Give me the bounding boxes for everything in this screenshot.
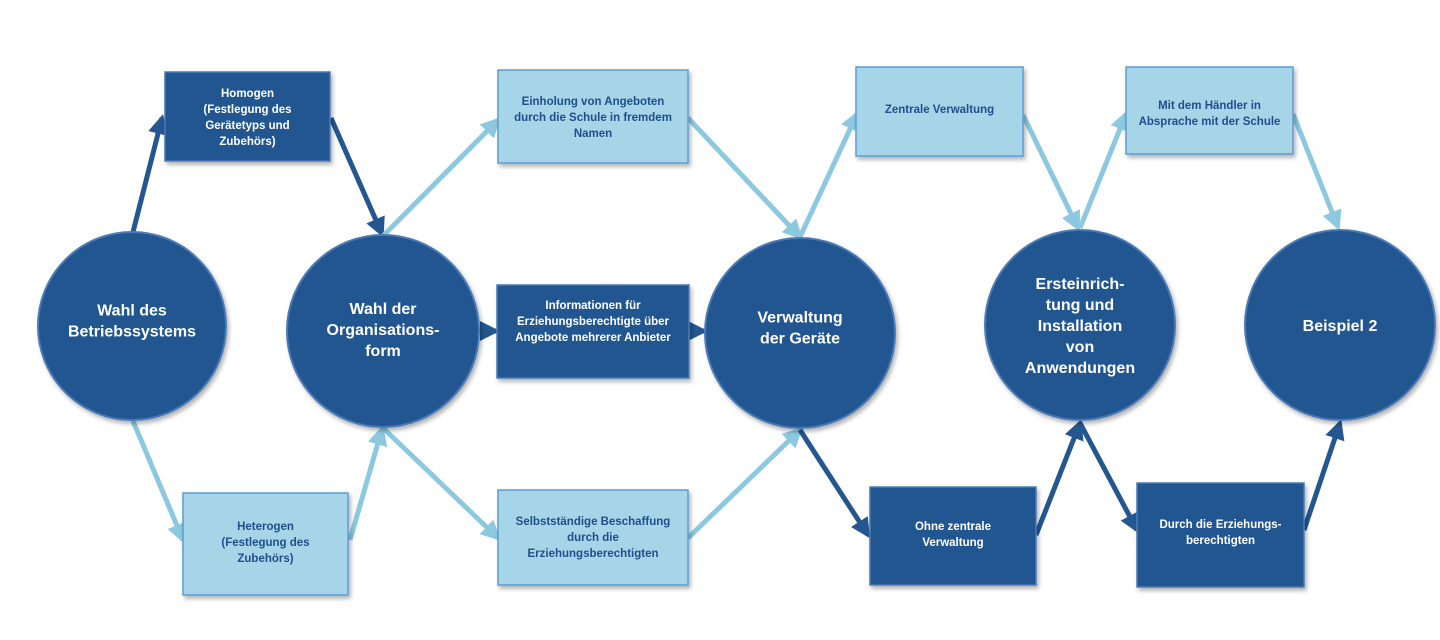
label-line: von [1066,339,1094,356]
label-line: Mit dem Händler in [1158,100,1261,112]
stage-circle [1244,229,1436,421]
label-line: Zubehörs) [219,136,275,148]
arrow-verwaltung-to-ohne-zentral [797,428,871,539]
label-line: Beispiel 2 [1303,318,1378,335]
label-line: Erziehungsberechtigte über [517,316,670,328]
node-label: Verwaltung der Geräte [757,310,842,348]
option-erziehungsberechtigte: Durch die Erziehungs-berechtigten [1136,482,1305,588]
stage-beispiel: Beispiel 2 [1244,229,1436,421]
stage-circle [984,229,1176,421]
arrow-ohne-zentral-to-ersteinrichtung [1033,419,1084,536]
arrow-einholung-to-verwaltung [686,116,803,240]
label-line: Durch die Erziehungs- [1159,519,1281,531]
label-line: Anwendungen [1025,360,1135,377]
node-label: Durch die Erziehungs-berechtigten [1159,519,1281,547]
option-box [1125,66,1294,155]
label-line: Organisations- [327,322,440,339]
label-line: form [365,343,401,360]
arrow-haendler-to-beispiel [1290,113,1342,231]
label-line: durch die Schule in fremdem [514,112,672,124]
label-line: (Festlegung des [221,537,309,549]
arrow-homogen-to-organisationsform [328,116,385,238]
arrow-ersteinrichtung-to-erziehungsberechtigte [1077,421,1140,534]
label-line: Zentrale Verwaltung [885,104,994,116]
node-label: Beispiel 2 [1303,318,1378,335]
label-line: Verwaltung [757,310,842,327]
option-box [497,489,689,586]
label-line: der Geräte [760,331,840,348]
label-line: Wahl der [350,301,417,318]
label-line: Wahl des [97,303,167,320]
stage-circle [704,237,896,429]
label-line: Betriebssystems [68,324,196,341]
option-box [164,71,331,162]
label-line: Ohne zentrale [915,521,991,533]
option-box [496,284,690,379]
arrow-heterogen-to-organisationsform [347,425,388,541]
label-line: Ersteinrich- [1036,276,1125,293]
arrow-betriebssystem-to-homogen [130,114,168,233]
node-label: Einholung von Angeboten durch die Schule … [514,96,672,140]
label-line: Gerätetyps und [205,120,289,132]
option-box [1136,482,1305,588]
arrow-selbststaendig-to-verwaltung [686,427,803,540]
arrow-betriebssystem-to-heterogen [130,420,187,544]
label-line: Namen [574,128,612,140]
label-line: Einholung von Angeboten [522,96,665,108]
option-box [497,69,689,164]
arrow-organisationsform-to-selbststaendig [381,426,501,541]
label-line: (Festlegung des [203,104,291,116]
node-label: Mit dem Händler in Absprache mit der Schu… [1139,100,1281,128]
connections [130,110,1345,544]
arrow-ersteinrichtung-to-haendler [1077,110,1130,229]
stage-circle [37,231,227,421]
label-line: Absprache mit der Schule [1139,116,1281,128]
node-label: Zentrale Verwaltung [885,104,994,116]
stage-verwaltung: Verwaltung der Geräte [704,237,896,429]
label-line: tung und [1046,297,1114,314]
option-einholung: Einholung von Angeboten durch die Schule … [497,69,689,164]
option-box [869,486,1037,586]
label-line: Verwaltung [922,537,983,549]
label-line: durch die [567,532,619,544]
label-line: Erziehungsberechtigten [528,548,659,560]
arrow-verwaltung-to-zentral [797,110,860,239]
label-line: Zubehörs) [237,553,293,565]
label-line: Homogen [221,88,274,100]
arrow-zentral-to-ersteinrichtung [1020,113,1081,232]
label-line: Informationen für [545,300,641,312]
label-line: berechtigten [1186,535,1255,547]
option-box [182,492,349,596]
arrow-organisationsform-to-einholung [381,117,501,238]
arrow-erziehungsberechtigte-to-beispiel [1301,419,1345,531]
label-line: Selbstständige Beschaffung [516,516,671,528]
option-haendler: Mit dem Händler in Absprache mit der Schu… [1125,66,1294,155]
option-zentral: Zentrale Verwaltung [855,66,1024,157]
label-line: Heterogen [237,521,294,533]
stage-circle [286,234,480,428]
label-line: Angebote mehrerer Anbieter [515,332,671,344]
label-line: Installation [1038,318,1122,335]
option-box [855,66,1024,157]
